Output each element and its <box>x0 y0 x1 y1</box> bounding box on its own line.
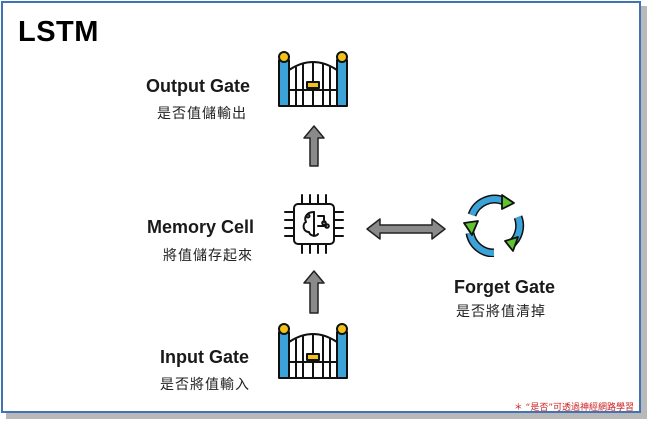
footnote: ＊ “是否”可透過神經網路學習 <box>513 403 634 413</box>
input-gate-desc: 是否將值輸入 <box>160 377 250 393</box>
output-gate-icon <box>278 51 348 107</box>
arrow-up-icon <box>303 270 325 314</box>
cycle-icon <box>463 194 525 257</box>
input-gate-label: Input Gate <box>160 347 249 367</box>
arrow-up-icon <box>303 125 325 167</box>
input-gate-icon <box>278 323 348 379</box>
output-gate-label: Output Gate <box>146 76 250 96</box>
frame-shadow-right <box>641 6 647 416</box>
output-gate-desc: 是否值儲輸出 <box>157 106 247 122</box>
diagram-title: LSTM <box>18 16 99 48</box>
forget-gate-label: Forget Gate <box>454 277 556 297</box>
memory-cell-label: Memory Cell <box>147 217 255 237</box>
frame-shadow-bottom <box>6 413 647 419</box>
chip-icon <box>284 194 344 254</box>
memory-cell-desc: 將值儲存起來 <box>163 248 253 264</box>
double-arrow-icon <box>366 218 446 240</box>
forget-gate-desc: 是否將值清掉 <box>456 304 546 320</box>
